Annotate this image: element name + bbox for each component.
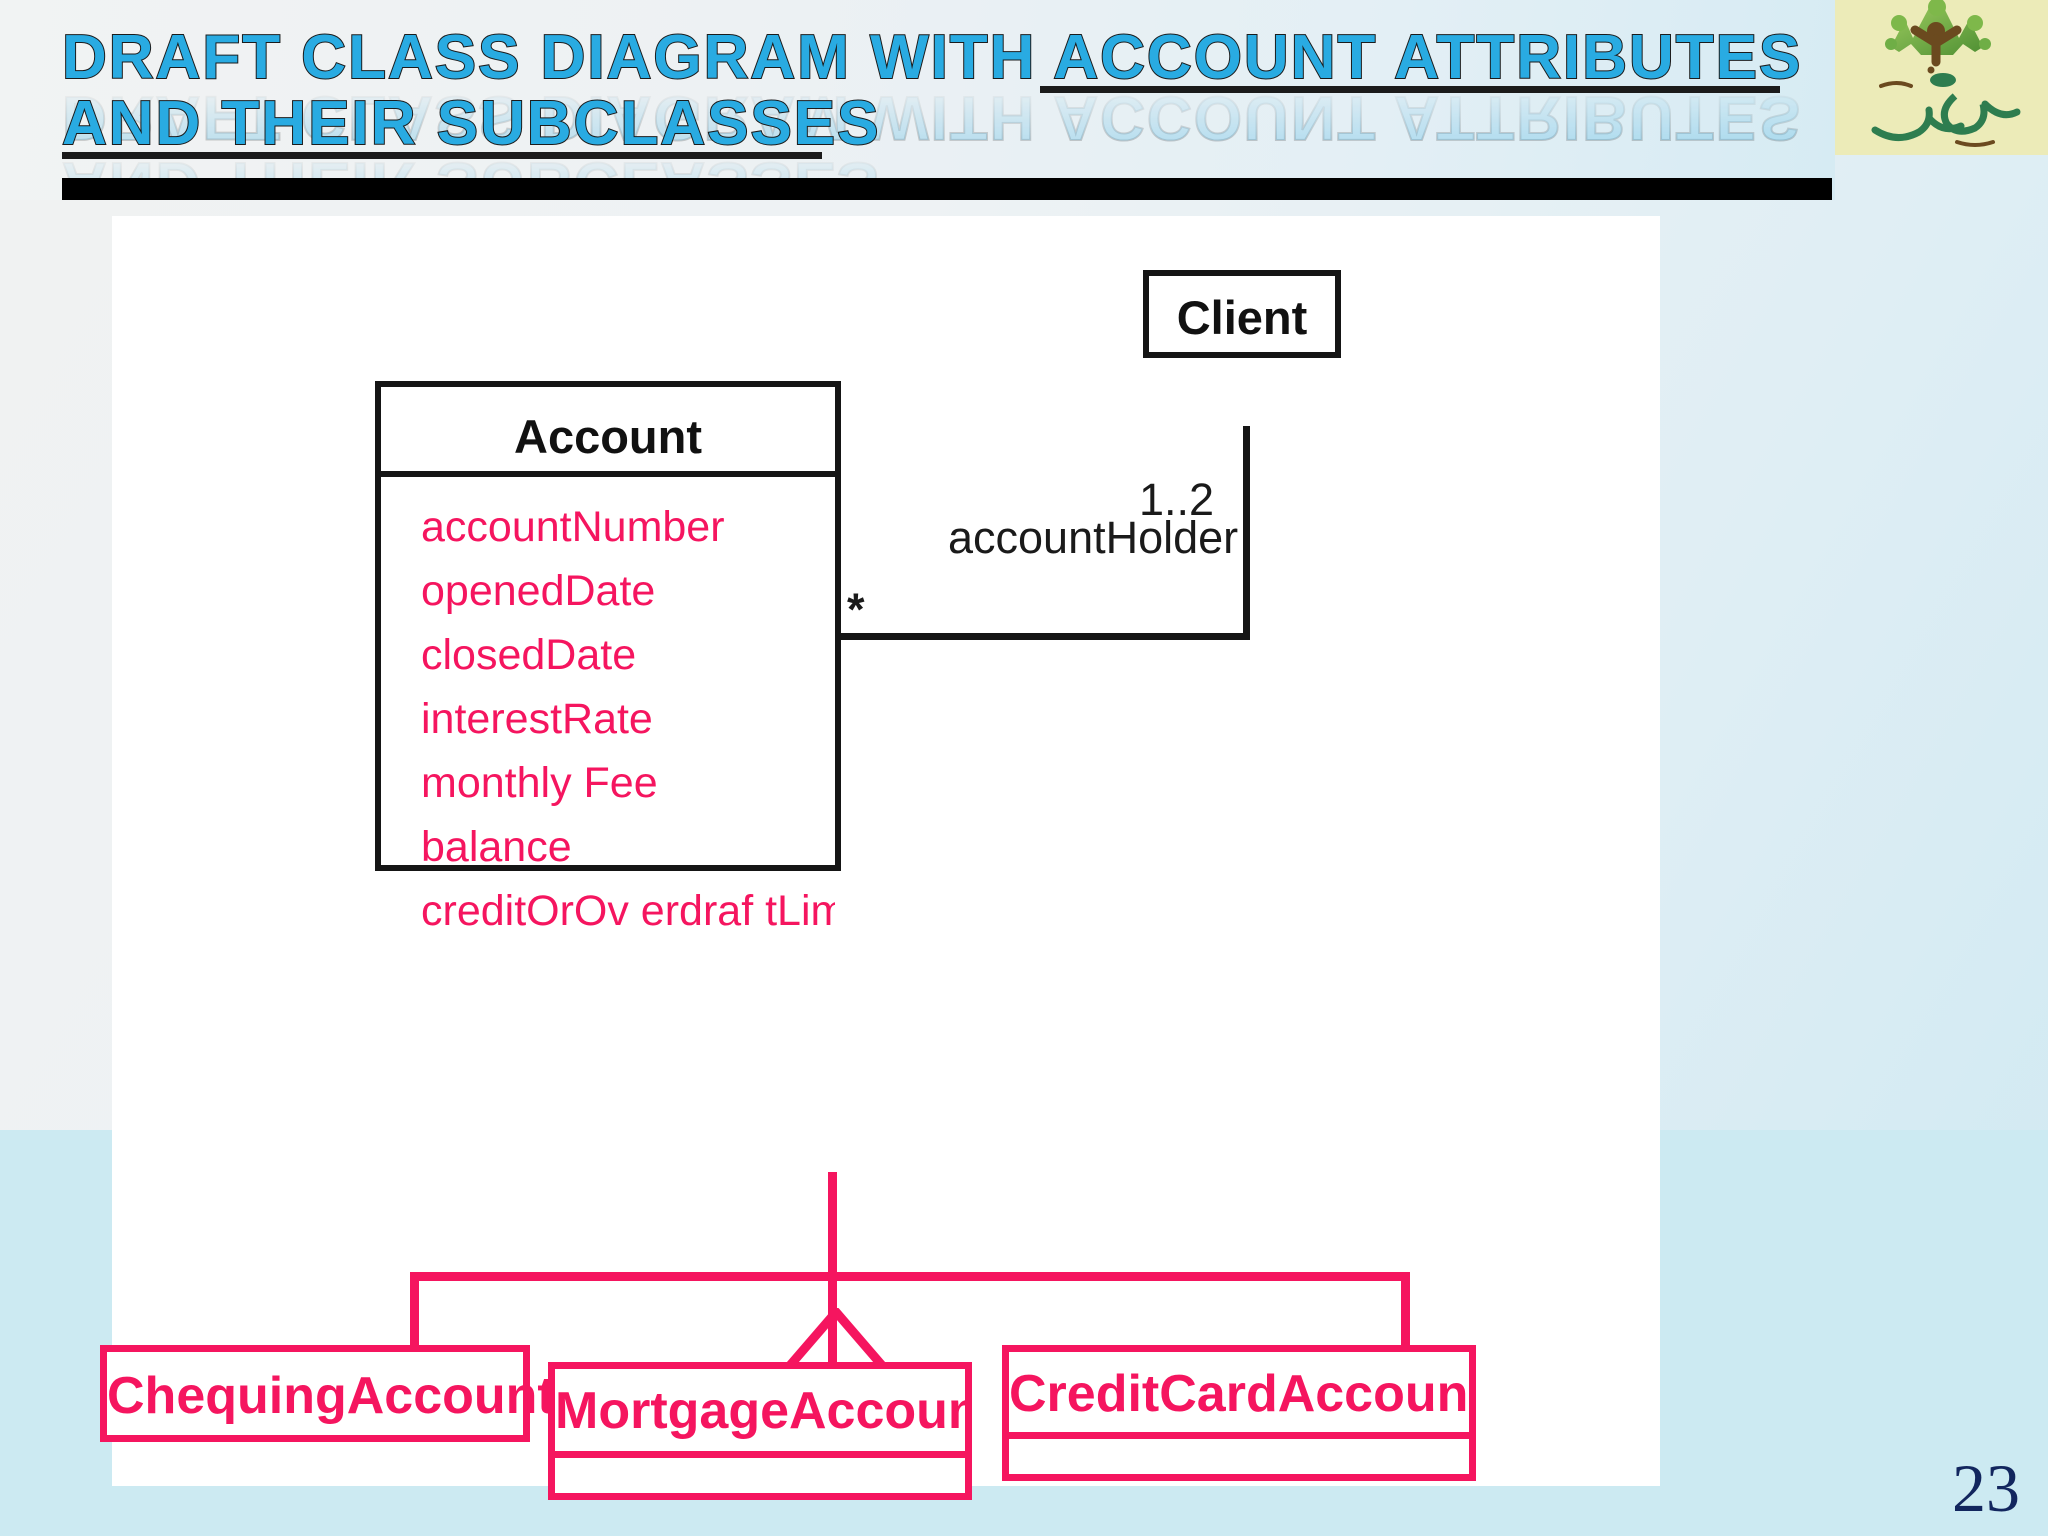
multiplicity-star: *: [847, 584, 865, 635]
attribute-interestRate: interestRate: [421, 695, 653, 743]
association-horizontal-segment: [830, 633, 1250, 640]
role-name-account-holder: accountHolder: [948, 512, 1239, 563]
generalization-horizontal-bar: [410, 1272, 1410, 1281]
class-box-client[interactable]: Client: [1143, 270, 1341, 358]
association-vertical-segment: [1243, 426, 1250, 639]
mortgage-name-clip: MortgageAccount: [555, 1369, 965, 1451]
account-attributes-list: accountNumber openedDate closedDate inte…: [421, 495, 835, 943]
logo-artwork-icon: [1871, 0, 2021, 147]
generalization-leg-creditcard: [1401, 1272, 1410, 1345]
page-title-line-1: Draft class diagram with account attribu…: [61, 22, 1803, 93]
attribute-monthlyFee: monthly Fee: [421, 759, 658, 807]
attribute-openedDate: openedDate: [421, 567, 656, 615]
organization-logo: [1835, 0, 2048, 155]
slide-number: 23: [1952, 1450, 2020, 1526]
class-name-client: Client: [1176, 291, 1308, 344]
generalization-trunk-upper: [828, 1172, 837, 1273]
attribute-closedDate: closedDate: [421, 631, 637, 679]
class-name-credit-card-account: CreditCardAccount: [1009, 1365, 1469, 1423]
creditcard-name-clip: CreditCardAccount: [1009, 1352, 1469, 1432]
mortgage-compartment-divider: [555, 1451, 965, 1458]
diagram-canvas: Client 1..2 accountHolder * Account acco…: [100, 216, 1660, 1500]
role-name-clip: accountHolder: [948, 512, 1244, 570]
creditcard-compartment-divider: [1009, 1432, 1469, 1439]
page-title-line-2: and their subclasses: [61, 88, 881, 159]
account-compartment-divider: [381, 471, 835, 477]
title-underline-lower: [62, 152, 822, 159]
class-name-mortgage-account: MortgageAccount: [555, 1382, 965, 1440]
class-box-mortgage-account[interactable]: MortgageAccount: [548, 1362, 972, 1500]
class-name-chequing-account: ChequingAccount: [107, 1367, 555, 1425]
generalization-leg-chequing: [410, 1272, 419, 1345]
title-underline-upper: [1040, 86, 1780, 93]
class-name-account: Account: [514, 410, 702, 463]
attribute-creditOrOverdraftLimit: creditOrOv erdraf tLimit: [421, 887, 835, 935]
slide-title-area: Draft class diagram with account attribu…: [0, 0, 1835, 200]
class-box-account[interactable]: Account accountNumber openedDate closedD…: [375, 381, 841, 935]
attribute-accountNumber: accountNumber: [421, 503, 725, 551]
title-divider-rule: [62, 178, 1832, 200]
generalization-leg-mortgage: [828, 1272, 837, 1362]
multiplicity-1-2: 1..2: [1139, 474, 1215, 525]
class-box-credit-card-account[interactable]: CreditCardAccount: [1002, 1345, 1476, 1481]
class-box-chequing-account[interactable]: ChequingAccount: [100, 1345, 555, 1442]
attribute-balance: balance: [421, 823, 572, 871]
